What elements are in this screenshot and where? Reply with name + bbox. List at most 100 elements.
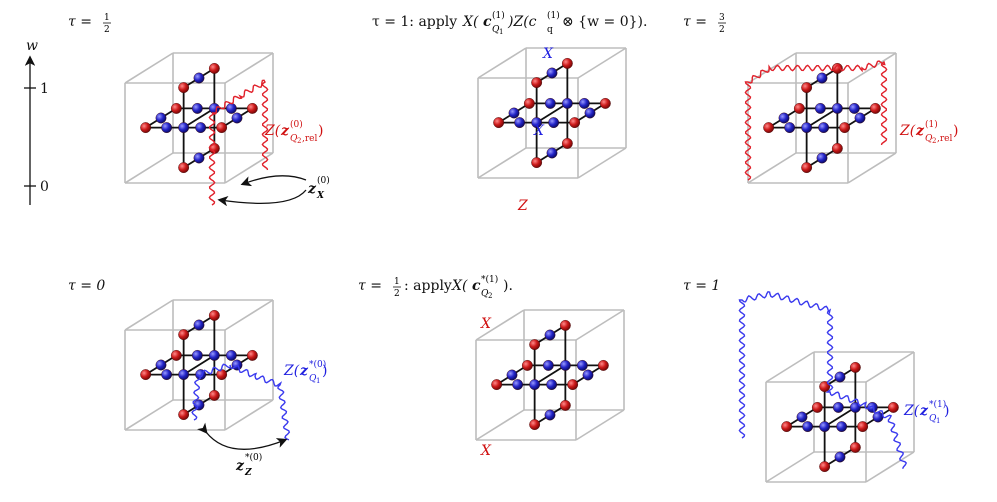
svg-text:Q: Q (290, 134, 298, 144)
svg-text:Z(: Z( (899, 123, 916, 139)
svg-text:,rel: ,rel (302, 134, 317, 144)
svg-text:c: c (472, 278, 481, 294)
svg-text:2: 2 (104, 25, 110, 35)
svg-text:Q: Q (925, 134, 933, 144)
red-vertex (521, 359, 533, 371)
blue-vertex (155, 359, 167, 371)
svg-text:,rel: ,rel (937, 134, 952, 144)
panel-2-Z-mark: Z (517, 198, 528, 214)
panel-3-title: τ = 3 2 (683, 13, 726, 35)
svg-text:*(0): *(0) (309, 359, 326, 370)
blue-vertex (542, 359, 554, 371)
svg-text:Z(: Z( (283, 363, 300, 379)
svg-text:q: q (547, 25, 553, 35)
svg-text:z: z (919, 403, 929, 419)
red-vertex (208, 389, 220, 401)
blue-vertex (816, 152, 828, 164)
svg-text:): ) (318, 123, 323, 139)
panel-2-title: τ = 1: apply X( c (1) Q 1 )Z(c (1) q ⊗ {… (372, 10, 647, 36)
blue-vertex (848, 103, 860, 114)
blue-vertex (514, 117, 526, 129)
svg-text:2: 2 (488, 292, 492, 300)
red-vertex (208, 309, 220, 321)
svg-text:1: 1 (104, 13, 110, 23)
cube-frame-edge (224, 399, 274, 431)
blue-vertex (191, 103, 203, 114)
red-vertex (597, 359, 609, 371)
panel-2-X-mark-mid: X (533, 123, 545, 139)
panel-5-X-mark-bottom: X (480, 443, 492, 459)
svg-text:τ = 1: apply: τ = 1: apply (372, 14, 457, 30)
w-axis-tick-0: 0 (40, 179, 49, 195)
panel-4-title: τ = 0 (68, 278, 105, 294)
svg-text:τ = 0: τ = 0 (68, 278, 105, 294)
cube-frame-edge (124, 399, 174, 431)
red-vertex (178, 82, 190, 94)
blue-vertex (506, 369, 518, 381)
panel-1-arrow-lower (217, 189, 307, 207)
blue-vertex (546, 67, 558, 79)
blue-vertex (854, 112, 866, 124)
cube-frame-edge (124, 152, 174, 184)
blue-vertex (191, 349, 203, 361)
red-vertex (849, 441, 861, 453)
cube-frame-edge (747, 152, 797, 184)
red-vertex (529, 339, 541, 350)
blue-vertex (512, 379, 524, 390)
panel-4-arrow-double (197, 422, 288, 450)
blue-vertex (508, 107, 520, 119)
red-vertex (246, 349, 258, 361)
panel-5-X-mark-top: X (480, 316, 492, 332)
blue-vertex (161, 369, 173, 380)
blue-vertex (872, 411, 884, 423)
blue-vertex (584, 107, 596, 119)
blue-vertex (195, 122, 207, 134)
blue-vertex (816, 72, 828, 84)
red-vertex (831, 63, 843, 74)
blue-vertex (866, 401, 878, 413)
blue-vertex (178, 369, 190, 380)
svg-text:Q: Q (929, 414, 937, 424)
red-vertex (493, 117, 505, 129)
cube-frame-edge (577, 47, 627, 79)
blue-vertex (546, 147, 558, 159)
blue-vertex (208, 103, 220, 114)
cube-frame-edge (577, 147, 627, 179)
red-vertex (811, 401, 823, 413)
red-vertex (140, 122, 152, 134)
svg-text:*(1): *(1) (929, 399, 946, 410)
red-vertex (529, 419, 541, 430)
svg-text:Z(: Z( (903, 403, 920, 419)
panel-3-Z-label: Z( z (1) Q 2 ,rel ) (899, 119, 958, 145)
red-vertex (523, 98, 535, 109)
cube-frame-edge (847, 152, 897, 184)
svg-text:Q: Q (481, 289, 489, 299)
blue-vertex (193, 399, 205, 411)
svg-text:(0): (0) (290, 119, 303, 130)
svg-text:(1): (1) (492, 10, 505, 21)
red-vertex (849, 361, 861, 373)
blue-vertex (561, 98, 573, 109)
red-vertex (599, 98, 611, 109)
blue-vertex (544, 329, 556, 341)
svg-text:2: 2 (932, 137, 936, 145)
blue-vertex (208, 349, 220, 361)
blue-vertex (576, 359, 588, 371)
cube-frame-edge (765, 451, 815, 483)
cube-frame-edge (865, 351, 915, 383)
blue-vertex (161, 122, 173, 134)
red-vertex (491, 379, 503, 390)
red-vertex (819, 381, 831, 392)
red-vertex (763, 122, 775, 134)
red-vertex (559, 399, 571, 411)
red-vertex (561, 137, 573, 149)
blue-vertex (225, 349, 237, 361)
red-vertex (561, 58, 573, 69)
blue-vertex (155, 112, 167, 124)
panel-3-red-string (744, 60, 888, 181)
svg-text:X: X (316, 191, 325, 201)
blue-vertex (548, 117, 560, 129)
red-vertex (801, 162, 813, 174)
svg-text:1: 1 (936, 417, 940, 425)
red-vertex (531, 77, 543, 89)
